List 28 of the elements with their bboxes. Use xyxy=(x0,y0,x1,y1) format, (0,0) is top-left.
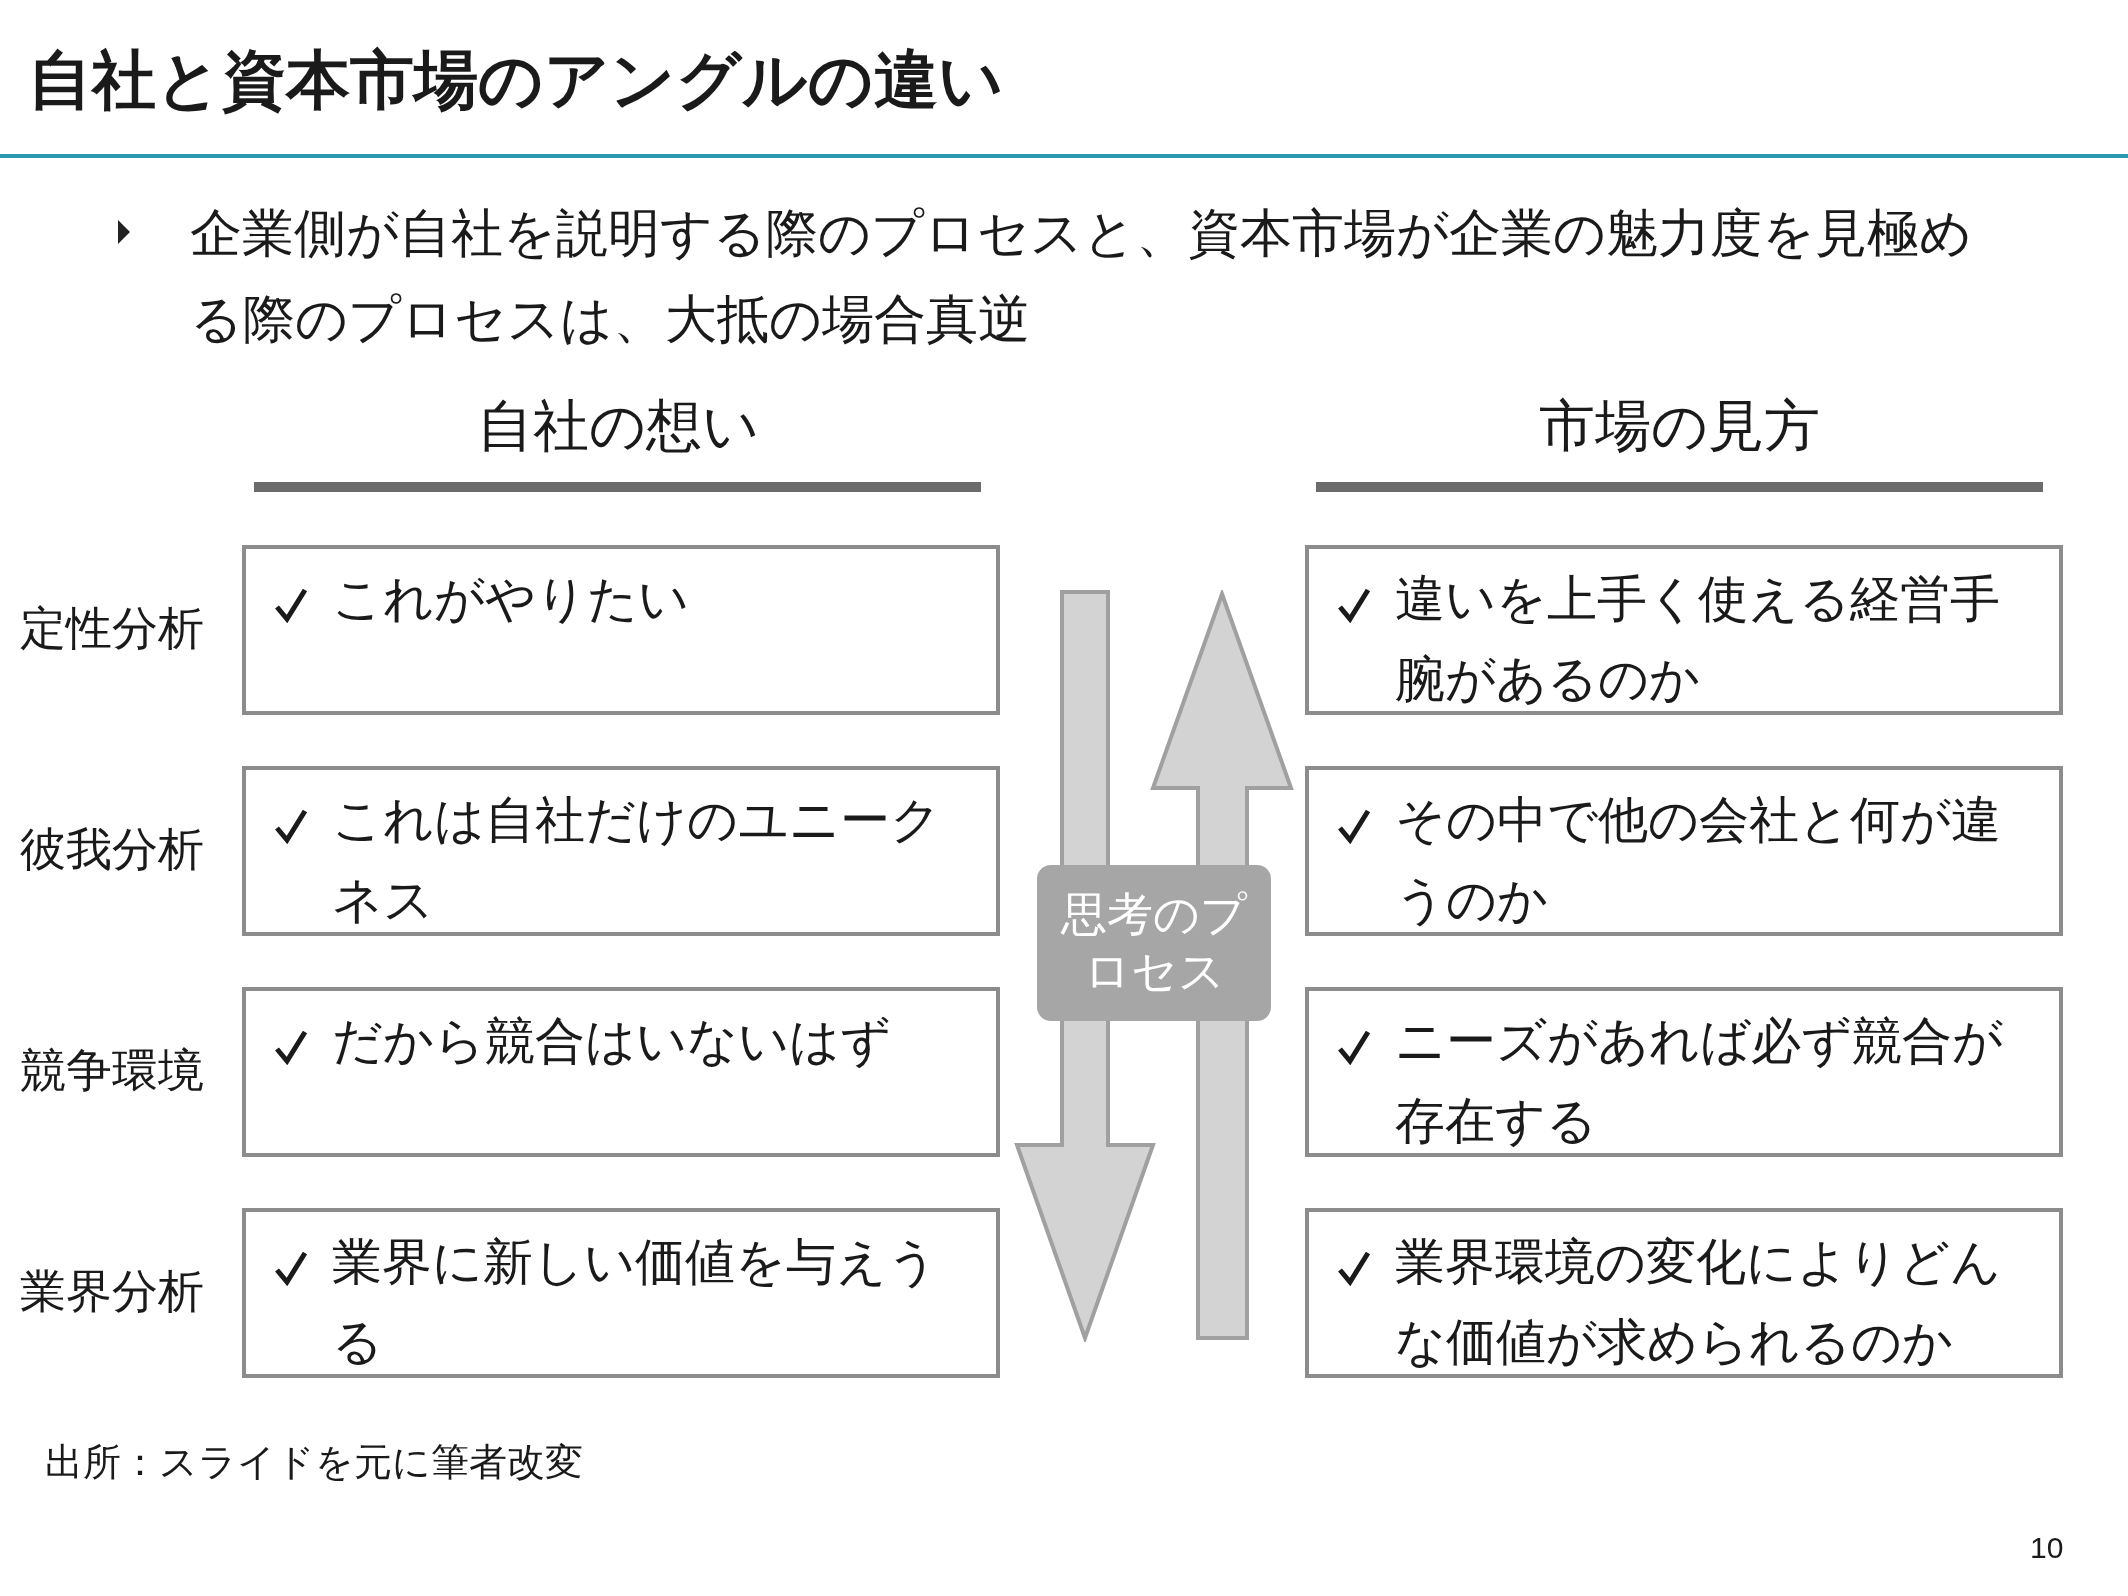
statement-box xyxy=(242,1208,1000,1378)
column-heading: 自社の想い xyxy=(475,393,760,459)
statement-text: これは自社だけのユニークネス xyxy=(332,791,942,930)
row-label: 彼我分析 xyxy=(20,822,204,877)
row-label: 競争環境 xyxy=(20,1043,204,1098)
statement-box xyxy=(1305,987,2063,1157)
statement-box xyxy=(1305,545,2063,715)
process-box xyxy=(1037,865,1271,1021)
process-label: 思考のプロセス xyxy=(1060,886,1249,999)
page-number: 10 xyxy=(2030,1530,2064,1566)
statement-text: 業界に新しい価値を与えうる xyxy=(332,1233,939,1372)
statement-text: ニーズがあれば必ず競合が存在する xyxy=(1395,1012,2004,1151)
slide-title: 自社と資本市場のアングルの違い xyxy=(28,43,1004,118)
statement-text: 業界環境の変化によりどんな価値が求められるのか xyxy=(1395,1233,2002,1372)
statement-text: 違いを上手く使える経営手腕があるのか xyxy=(1395,570,2001,709)
statement-box xyxy=(242,987,1000,1157)
source-note: 出所：スライドを元に筆者改変 xyxy=(45,1440,583,1485)
statement-box xyxy=(242,545,1000,715)
statement-text: その中で他の会社と何が違うのか xyxy=(1395,791,2002,930)
row-label: 業界分析 xyxy=(20,1264,204,1319)
row-label: 定性分析 xyxy=(20,601,204,656)
statement-box xyxy=(1305,766,2063,936)
bullet-text: 企業側が自社を説明する際のプロセスと、資本市場が企業の魅力度を見極める際のプロセスは、大抵の場合真逆 xyxy=(190,203,1973,350)
statement-text: だから競合はいないはず xyxy=(332,1012,891,1071)
column-heading: 市場の見方 xyxy=(1538,393,1821,459)
statement-box xyxy=(242,766,1000,936)
statement-box xyxy=(1305,1208,2063,1378)
statement-text: これがやりたい xyxy=(332,570,689,629)
